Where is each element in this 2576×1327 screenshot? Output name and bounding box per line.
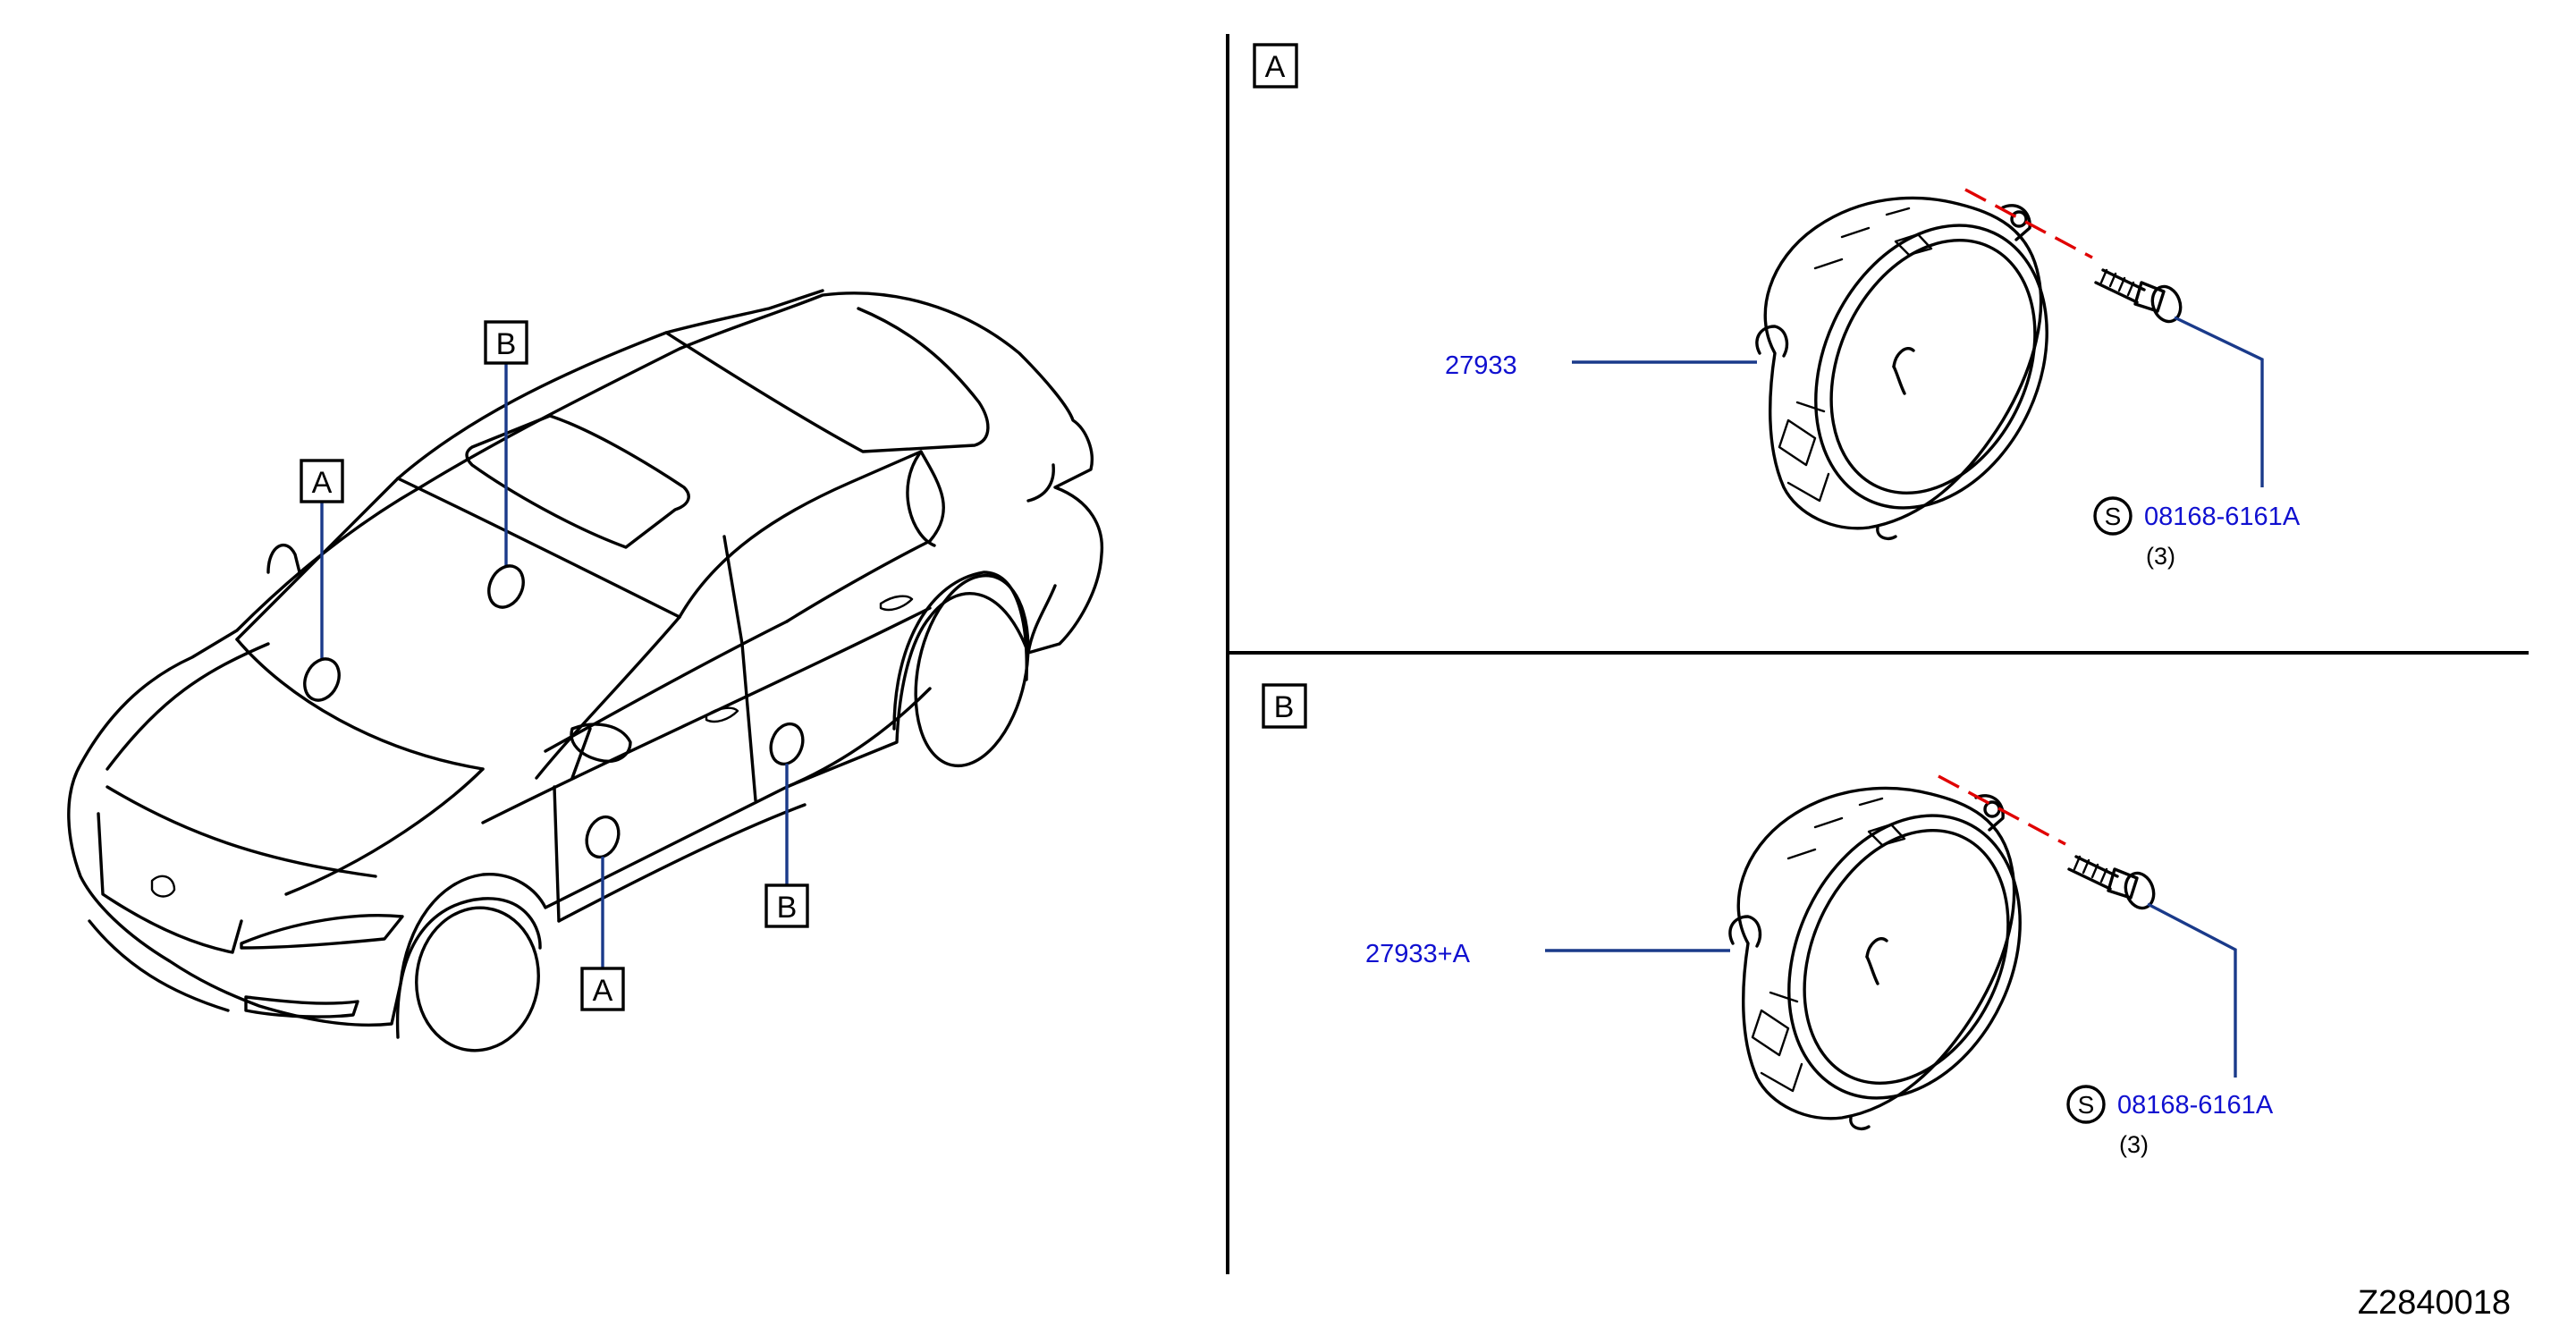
panel-b-id-box xyxy=(1262,683,1307,729)
s-symbol-b-label: S xyxy=(2078,1091,2095,1119)
callout-letter: B xyxy=(496,327,517,361)
callout-letter: A xyxy=(593,974,613,1008)
leader-screw-b xyxy=(2147,902,2237,1078)
s-symbol-a-label: S xyxy=(2105,503,2122,530)
panel-b: B 27933+A xyxy=(1262,683,2274,1158)
speaker-27933[interactable] xyxy=(1755,188,2091,546)
screw-08168-6161a[interactable] xyxy=(2094,268,2185,325)
alignment-dash-a xyxy=(1964,188,2093,259)
part-number-27933-a[interactable]: 27933+A xyxy=(1365,940,1471,968)
part-number-27933[interactable]: 27933 xyxy=(1445,351,1517,380)
vehicle-callout-a-door[interactable]: A xyxy=(580,813,625,1011)
panel-frame xyxy=(1226,34,2529,1274)
speaker-27933-a[interactable] xyxy=(1728,778,2065,1137)
leader-screw-a xyxy=(2174,316,2264,487)
panel-a-id-box xyxy=(1253,43,1298,89)
vehicle-callout-a-front[interactable]: A xyxy=(299,459,346,706)
diagram-reference-code: Z2840018 xyxy=(2358,1284,2511,1322)
s-symbol-b xyxy=(2066,1085,2106,1124)
screw-part-number-a[interactable]: 08168-6161A xyxy=(2144,503,2301,531)
panel-a-id: A xyxy=(1265,50,1286,84)
callout-letter: B xyxy=(777,891,798,925)
vehicle-callout-b-roof[interactable]: B xyxy=(483,320,530,613)
panel-b-id: B xyxy=(1274,690,1295,724)
alignment-dash-b xyxy=(1938,774,2066,846)
callout-letter: A xyxy=(312,466,333,500)
screw-qty-a: (3) xyxy=(2146,543,2175,570)
vehicle-callout-b-rear-door[interactable]: B xyxy=(764,720,809,928)
panel-a: A 27933 xyxy=(1253,43,2301,570)
screw-part-number-b[interactable]: 08168-6161A xyxy=(2117,1091,2274,1120)
screw-08168-6161a-b[interactable] xyxy=(2067,855,2158,912)
screw-qty-b: (3) xyxy=(2119,1131,2149,1158)
vehicle-illustration xyxy=(67,289,1104,1052)
s-symbol-a xyxy=(2093,496,2133,536)
